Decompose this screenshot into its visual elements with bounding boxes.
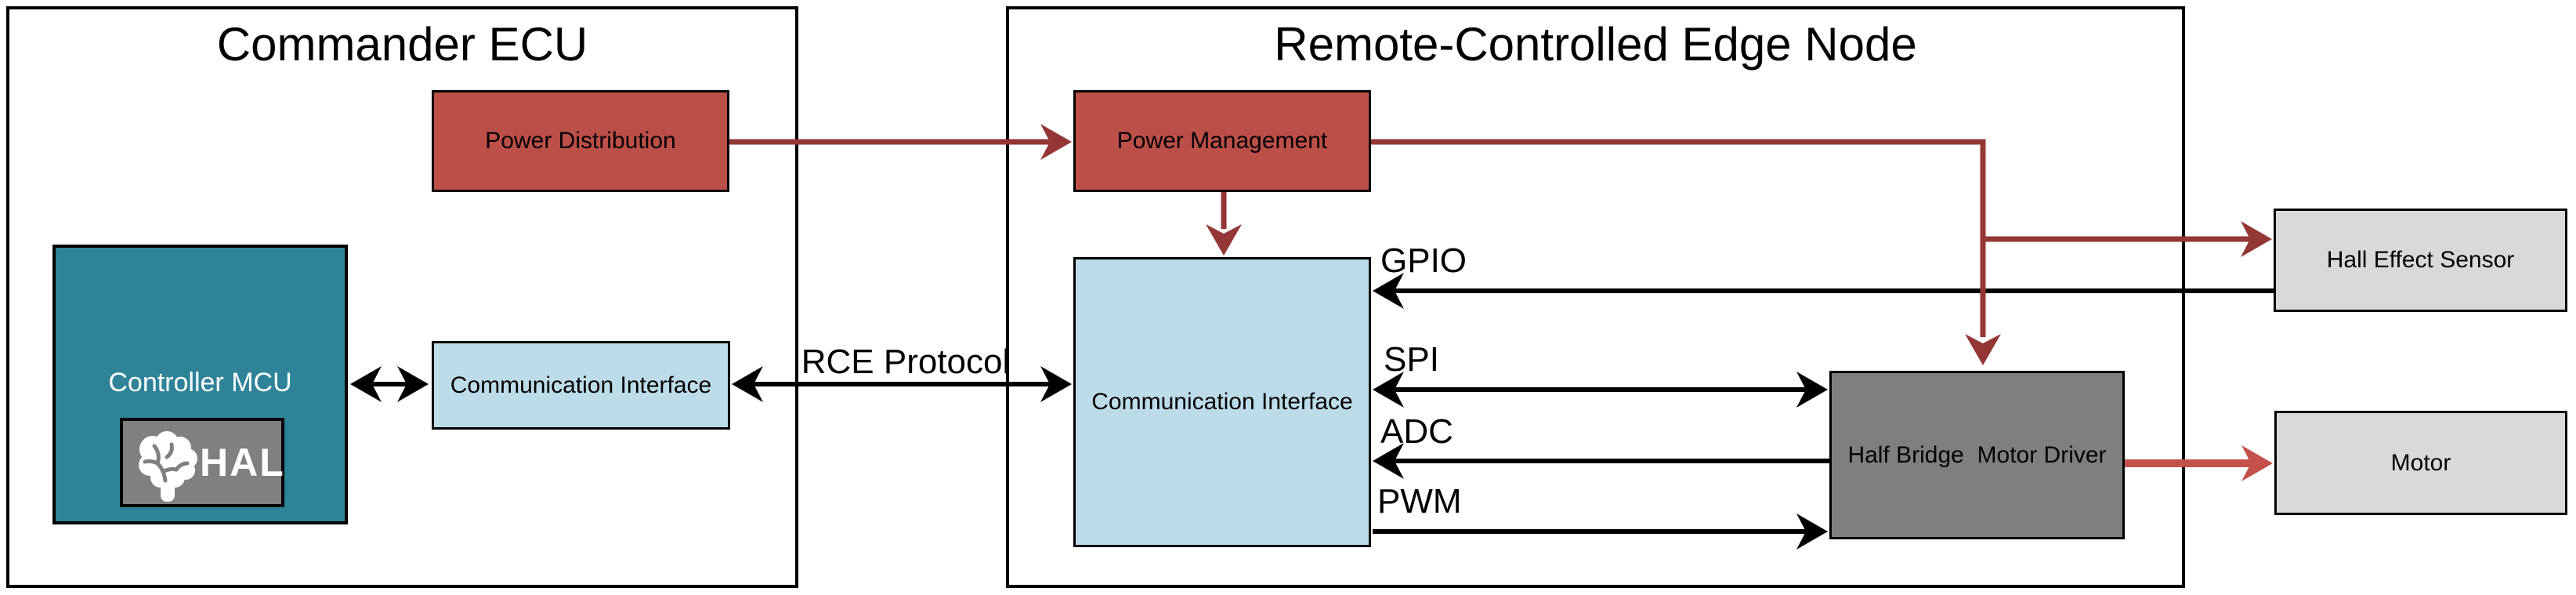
hal-brain-icon — [139, 431, 197, 502]
hal-badge: HAL — [120, 418, 284, 507]
pwm-label: PWM — [1377, 482, 1462, 521]
comm-interface-right-label: Communication Interface — [1091, 389, 1353, 415]
power-management-box: Power Management — [1073, 90, 1371, 192]
hal-label: HAL — [200, 441, 285, 484]
gpio-label: GPIO — [1380, 241, 1467, 280]
power-distribution-label: Power Distribution — [485, 128, 676, 154]
adc-label: ADC — [1380, 412, 1453, 451]
hall-sensor-label: Hall Effect Sensor — [2326, 247, 2515, 273]
gpio-arrow — [1373, 273, 2274, 309]
remote-node-title: Remote-Controlled Edge Node — [1274, 18, 1917, 71]
power-management-label: Power Management — [1116, 128, 1328, 154]
half-bridge-label: Half Bridge Motor Driver — [1847, 441, 2107, 468]
adc-arrow — [1373, 443, 1829, 479]
power-to-comm-arrow — [1206, 192, 1242, 256]
comm-interface-left-box: Communication Interface — [432, 341, 730, 430]
commander-ecu-title: Commander ECU — [216, 18, 588, 71]
rce-protocol-label: RCE Protocol — [801, 343, 1011, 381]
hall-sensor-box: Hall Effect Sensor — [2274, 209, 2567, 312]
motor-label: Motor — [2390, 449, 2451, 476]
half-bridge-box: Half Bridge Motor Driver — [1829, 371, 2125, 539]
controller-mcu-label: Controller MCU — [108, 368, 292, 397]
driver-to-motor-arrow — [2125, 445, 2273, 481]
spi-arrow — [1373, 372, 1828, 408]
comm-interface-left-label: Communication Interface — [450, 372, 712, 398]
motor-box: Motor — [2274, 411, 2567, 515]
pwm-arrow — [1373, 513, 1828, 550]
spi-label: SPI — [1384, 340, 1439, 379]
mcu-comm-arrow — [350, 366, 429, 402]
power-distribution-box: Power Distribution — [432, 90, 729, 192]
rce-protocol-arrow — [732, 366, 1072, 402]
power-to-hall-arrow — [1983, 221, 2272, 257]
power-to-driver-arrow — [1371, 139, 2001, 365]
comm-interface-right-box: Communication Interface — [1073, 257, 1371, 547]
power-dist-to-mgmt-arrow — [729, 124, 1072, 160]
